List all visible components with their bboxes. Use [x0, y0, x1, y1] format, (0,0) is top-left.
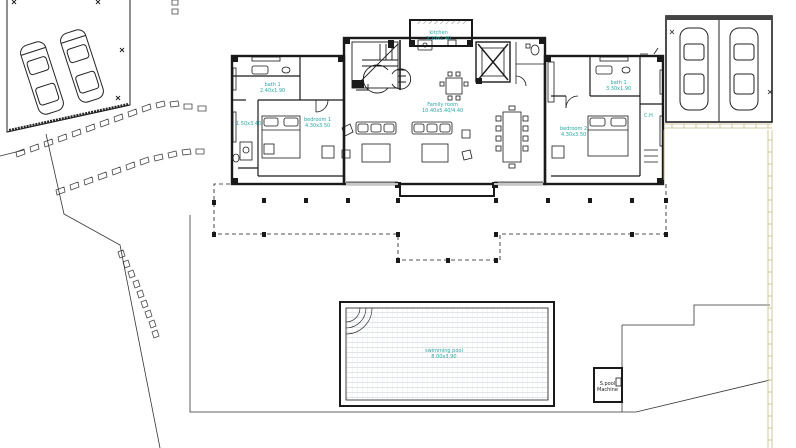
room-dims: 3.30x1.90: [606, 86, 632, 92]
room-dims: 2.40x1.90: [260, 88, 286, 94]
room-dims: 4.30x3.50: [304, 123, 331, 129]
stepping-stones-left: [15, 0, 207, 339]
room-name: kitchen: [429, 30, 448, 36]
room-dims: 10.40x5.40/4.40: [422, 108, 464, 114]
carport-right: [665, 15, 773, 123]
pool-machine-room: [593, 367, 623, 403]
room-name: swimming pool: [425, 348, 463, 354]
room-dims: 8.00x3.90: [431, 354, 457, 360]
room-name: S.pool: [599, 381, 616, 387]
stone-paving-right: [663, 123, 773, 448]
room-label-pool: swimming pool 8.00x3.90: [425, 348, 463, 360]
car-left-1: [20, 41, 64, 115]
room-dims: 3.10x1.40: [426, 36, 452, 42]
room-name: bath 1: [610, 80, 627, 86]
room-label-family-room: Family room 10.40x5.40/4.40: [422, 102, 463, 114]
parking-left: [6, 0, 131, 133]
room-dims: Machine: [597, 387, 618, 393]
room-dims: 4.30x3.50: [560, 132, 587, 138]
room-dims: 1.50x3.40: [236, 121, 262, 127]
room-label-ch: C.H: [644, 113, 653, 119]
room-label-bath-left: bath 1 2.40x1.90: [260, 82, 285, 94]
car-right-1: [679, 27, 709, 111]
site-boundary: [0, 133, 771, 448]
house: [230, 19, 665, 197]
room-name: Family room: [427, 102, 458, 108]
car-left-2: [60, 29, 104, 103]
room-label-bedroom-1: bedroom 1 4.30x3.50: [304, 117, 331, 129]
room-name: C.H: [644, 113, 653, 119]
room-name: bedroom 1: [304, 117, 332, 123]
room-label-pool-machine: S.pool Machine: [597, 381, 618, 393]
room-label-small-left: 1.50x3.40: [236, 121, 261, 127]
room-name: bedroom 2: [560, 126, 588, 132]
room-label-bath-right: bath 1 3.30x1.90: [606, 80, 631, 92]
room-label-bedroom-2: bedroom 2 4.30x3.50: [560, 126, 587, 138]
room-label-kitchen: kitchen 3.10x1.40: [426, 30, 451, 42]
swimming-pool: [339, 301, 555, 407]
room-name: bath 1: [264, 82, 281, 88]
car-right-2: [729, 27, 759, 111]
terrace-pillars: [212, 198, 668, 263]
